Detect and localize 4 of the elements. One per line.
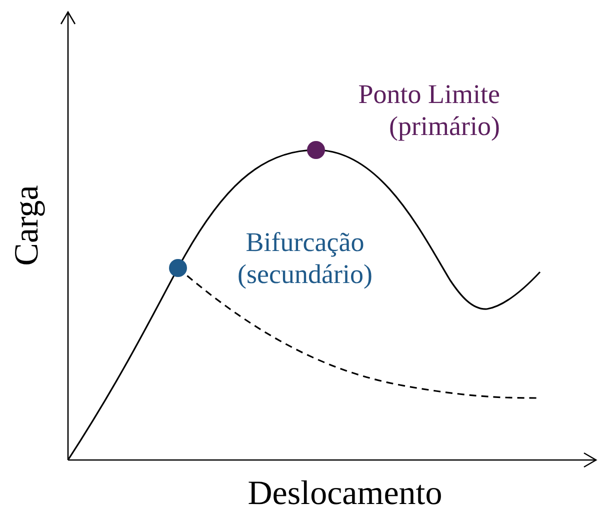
y-axis-title: Carga [8, 184, 47, 268]
x-axis-title: Deslocamento [246, 474, 444, 512]
bifurcation-point-label: Bifurcação (secundário) [236, 226, 374, 291]
limit-point-label: Ponto Limite (primário) [357, 78, 500, 143]
